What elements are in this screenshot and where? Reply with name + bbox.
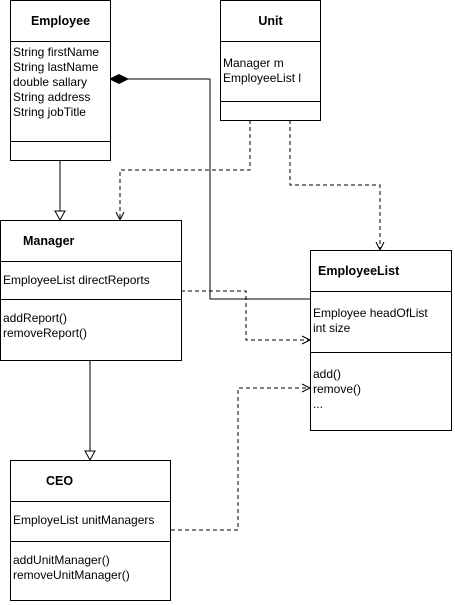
- operations-section: addReport()removeReport(): [1, 299, 181, 360]
- class-name: CEO: [46, 474, 74, 488]
- member-line: Manager m: [223, 56, 284, 70]
- member-line: add(): [313, 367, 342, 381]
- generalization-arrowhead-employee: [54, 210, 66, 222]
- composition-diamond: [108, 73, 130, 85]
- member-line: ...: [313, 397, 324, 411]
- member-line: addReport(): [3, 311, 68, 325]
- member-line: EmployeList unitManagers: [13, 513, 155, 527]
- member-line: Employee headOfList: [313, 306, 428, 320]
- generalization-arrowhead-manager: [84, 450, 96, 462]
- member-line: int size: [313, 321, 351, 335]
- class-name: Employee: [30, 14, 91, 28]
- member-line: String address: [13, 90, 91, 104]
- class-name: EmployeeList: [318, 264, 400, 278]
- class-ceo[interactable]: CEO EmployeList unitManagers addUnitMana…: [10, 460, 171, 601]
- member-line: removeUnitManager(): [13, 568, 130, 582]
- member-line: remove(): [313, 382, 362, 396]
- composition-employee-employeelist: [128, 78, 310, 300]
- dependency-ceo-employeelist: [171, 387, 310, 531]
- class-name: Unit: [258, 14, 283, 28]
- member-line: addUnitManager(): [13, 553, 110, 567]
- attributes-section: EmployeeList directReports: [1, 261, 181, 299]
- dependency-unit-manager: [119, 120, 251, 220]
- dependency-manager-employeelist: [181, 290, 310, 341]
- member-line: String jobTitle: [13, 105, 86, 119]
- member-line: EmployeeList l: [223, 71, 302, 85]
- member-line: EmployeeList directReports: [3, 273, 150, 287]
- attributes-section: EmployeList unitManagers: [11, 501, 170, 541]
- dependency-unit-employeelist: [289, 120, 381, 250]
- class-name: Manager: [23, 234, 75, 248]
- operations-section: [11, 141, 110, 160]
- member-line: String lastName: [13, 60, 99, 74]
- operations-section: addUnitManager()removeUnitManager(): [11, 541, 170, 600]
- operations-section: add()remove()...: [311, 352, 451, 430]
- member-line: double sallary: [13, 75, 88, 89]
- member-line: removeReport(): [3, 326, 88, 340]
- member-line: String firstName: [13, 45, 100, 59]
- class-manager[interactable]: Manager EmployeeList directReports addRe…: [0, 220, 182, 361]
- operations-section: [221, 101, 320, 120]
